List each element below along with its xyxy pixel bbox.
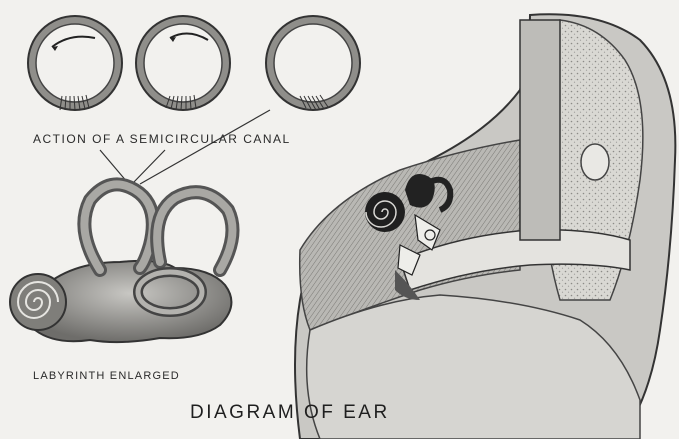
labyrinth-caption: LABYRINTH ENLARGED: [33, 370, 180, 382]
canal-ring-2: [136, 16, 230, 110]
leader-lines: [100, 110, 270, 184]
canal-ring-3: [266, 16, 360, 110]
canal-action-caption: ACTION OF A SEMICIRCULAR CANAL: [33, 132, 291, 146]
canal-ring-1: [28, 16, 122, 110]
labyrinth: [10, 184, 233, 342]
diagram-title: DIAGRAM OF EAR: [190, 402, 390, 424]
